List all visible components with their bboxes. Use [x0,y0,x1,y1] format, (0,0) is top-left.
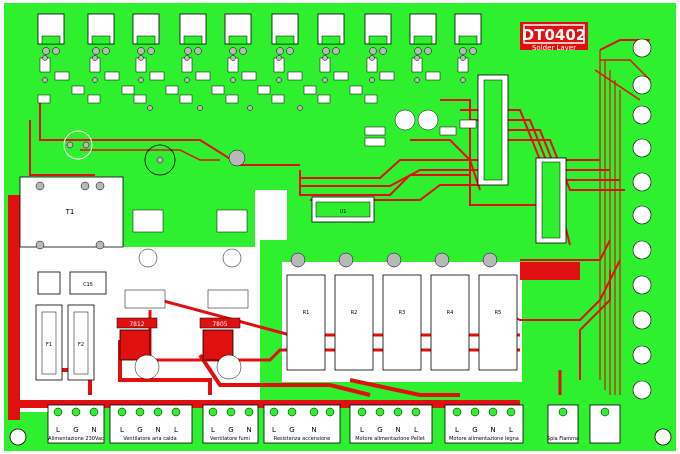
relay-4-label: R4 [447,310,454,316]
red-strip-left [8,195,20,420]
terminal-5-caption: Motore alimentazione Pellet [355,436,425,442]
dip-ic-u1: U1 [311,196,375,223]
board-subtitle: Solder Layer [532,44,576,52]
pin-l: L [174,426,178,434]
pin-n: N [246,426,251,434]
terminal-6-caption: Motore alimentazione legna [449,436,519,442]
pin-l: L [56,426,60,434]
top-connectors [37,13,482,55]
terminal-7-caption: Spia Fiamma [547,436,579,442]
capacitor-c15: C15 [37,271,107,295]
board-title: DT0402 [522,26,586,44]
relay-1-label: R1 [303,310,310,316]
pin-n: N [311,426,316,434]
title-frame [523,24,585,44]
mounting-hole-bl [9,428,27,446]
fuse-f1-label: F1 [46,342,52,348]
relay-3-label: R3 [399,310,406,316]
red-pour-right [520,262,580,280]
t1-label: T1 [65,208,75,216]
resistor-network [364,119,477,147]
round-components [63,109,439,268]
relays: R1 R2 R3 R4 R5 [286,252,518,371]
fuse-f2-label: F2 [78,342,84,348]
bus-traces-right [599,50,621,395]
c15-label: C15 [83,282,93,288]
terminal-3-caption: Ventilatore fumi [210,436,250,442]
terminal-4-caption: Resistenza accensione [274,436,331,442]
regulator-b-label: 7805 [212,321,227,328]
pin-l: L [120,426,124,434]
regulators: 7812 7805 [116,209,249,380]
bottom-terminals: Alimentazione 230Vac Ventilatore aria ca… [47,404,621,444]
pin-g: G [228,426,233,434]
small-components [37,57,469,104]
terminal-2-caption: Ventilatore aria calda [123,436,176,442]
terminal-1-caption: Alimentazione 230Vac [48,436,104,442]
pin-g: G [289,426,294,434]
pin-n: N [155,426,160,434]
relay-2-label: R2 [351,310,358,316]
via-pads [42,55,466,111]
u1-label: U1 [340,209,347,215]
pin-l: L [414,426,418,434]
regulator-a-label: 7812 [129,321,144,328]
pin-g: G [137,426,142,434]
pin-g: G [377,426,382,434]
title-block-bg [520,22,588,50]
fuse-holders: F1 F2 [35,304,95,381]
right-pad-column [632,38,652,400]
pin-n: N [91,426,96,434]
relay-5-label: R5 [495,310,502,316]
pin-l: L [509,426,513,434]
mounting-hole-br [654,428,672,446]
pin-n: N [490,426,495,434]
pin-n: N [395,426,400,434]
pin-l: L [360,426,364,434]
dip-ic-lower [535,157,567,244]
pin-l: L [211,426,215,434]
pin-g: G [73,426,78,434]
transformer-t1: T1 [19,176,124,250]
pin-g: G [472,426,477,434]
pin-l: L [272,426,276,434]
dip-ic-upper [477,74,509,186]
pin-l: L [455,426,459,434]
